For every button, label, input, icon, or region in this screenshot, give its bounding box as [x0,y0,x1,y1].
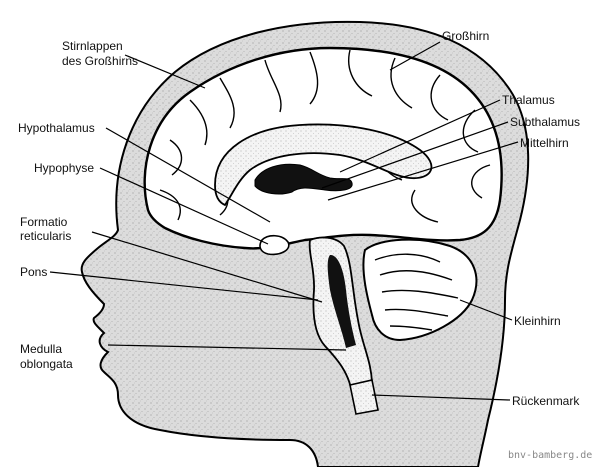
label-formatio-1: Formatio [20,215,68,229]
label-kleinhirn: Kleinhirn [514,314,561,328]
label-formatio-2: reticularis [20,229,71,243]
cerebellum-folia [374,253,459,331]
leader-lines [49,41,519,401]
pituitary [259,234,290,256]
label-mittelhirn: Mittelhirn [520,136,569,150]
label-thalamus: Thalamus [502,93,555,107]
label-stirnlappen-1: Stirnlappen [62,39,123,53]
label-medulla-2: oblongata [20,357,73,371]
label-grosshirn: Großhirn [442,29,489,43]
cerebellum [362,238,478,342]
label-hypothalamus: Hypothalamus [18,121,95,135]
label-stirnlappen-2: des Großhirns [62,54,138,68]
label-medulla-1: Medulla [20,342,62,356]
label-rueckenmark: Rückenmark [512,394,580,408]
label-hypophyse: Hypophyse [34,161,94,175]
watermark: bnv-bamberg.de [508,450,592,461]
label-subthalamus: Subthalamus [510,115,580,129]
spinal-cord [349,379,379,415]
aqueduct-dark [327,254,356,348]
label-pons: Pons [20,265,47,279]
